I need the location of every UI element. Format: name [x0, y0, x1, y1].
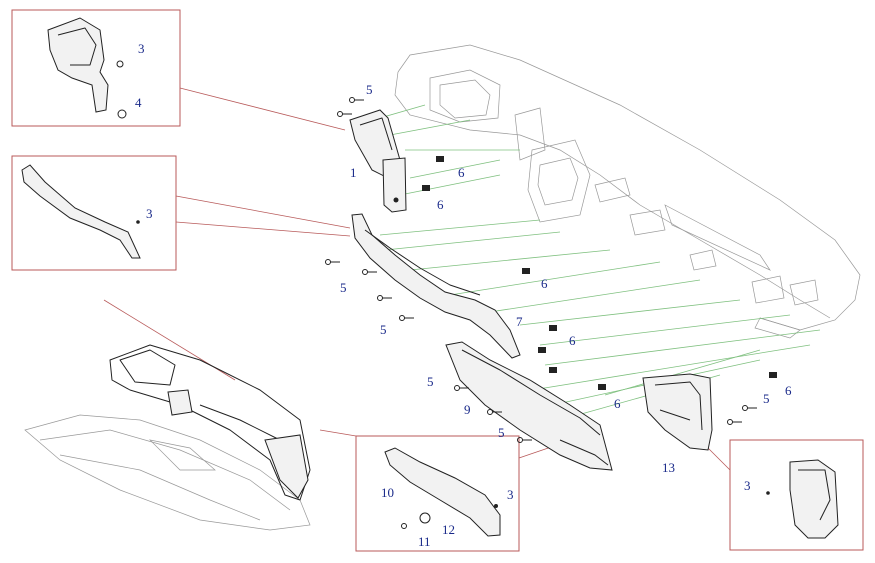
guide-lines: [379, 104, 821, 421]
callout-11: 11: [418, 534, 431, 549]
callout-12: 12: [442, 522, 455, 537]
part-1-bracket: [349, 109, 407, 213]
screws-part-5: [325, 97, 757, 443]
dashboard-outline: [394, 44, 861, 339]
callout-3: 3: [744, 478, 751, 493]
callout-9: 9: [464, 402, 471, 417]
callout-5: 5: [498, 425, 505, 440]
detail-box-bottom-right: [729, 439, 864, 551]
clips-part-6: [422, 156, 777, 390]
callouts: 3 4 5 1 6 6 3 5 6 5 7 6 5 9 6 5 5 6 13 1…: [135, 41, 792, 549]
callout-3: 3: [138, 41, 145, 56]
callout-13: 13: [662, 460, 675, 475]
detail-bottom-right-part: [766, 459, 839, 539]
callout-5: 5: [340, 280, 347, 295]
callout-5: 5: [380, 322, 387, 337]
part-13-side-panel: [642, 373, 713, 451]
callout-5: 5: [427, 374, 434, 389]
callout-6: 6: [785, 383, 792, 398]
detail-box-mid-left: [11, 155, 177, 271]
detail-bottom-center-part: [384, 447, 501, 537]
callout-3: 3: [507, 487, 514, 502]
detail-box-top-left: [11, 9, 181, 127]
callout-1: 1: [350, 165, 357, 180]
callout-4: 4: [135, 95, 142, 110]
callout-6: 6: [458, 165, 465, 180]
callout-10: 10: [381, 485, 394, 500]
part-7-trim: [351, 213, 521, 359]
callout-6: 6: [541, 276, 548, 291]
detail-top-left-part: [47, 17, 127, 119]
vehicle-overview: [24, 344, 311, 531]
callout-6: 6: [437, 197, 444, 212]
part-9-panel: [445, 341, 613, 471]
callout-7: 7: [516, 314, 523, 329]
callout-6: 6: [569, 333, 576, 348]
callout-3: 3: [146, 206, 153, 221]
callout-5: 5: [763, 391, 770, 406]
callout-5: 5: [366, 82, 373, 97]
detail-mid-left-part: [21, 164, 141, 259]
callout-6: 6: [614, 396, 621, 411]
detail-box-bottom-center: [355, 435, 520, 552]
